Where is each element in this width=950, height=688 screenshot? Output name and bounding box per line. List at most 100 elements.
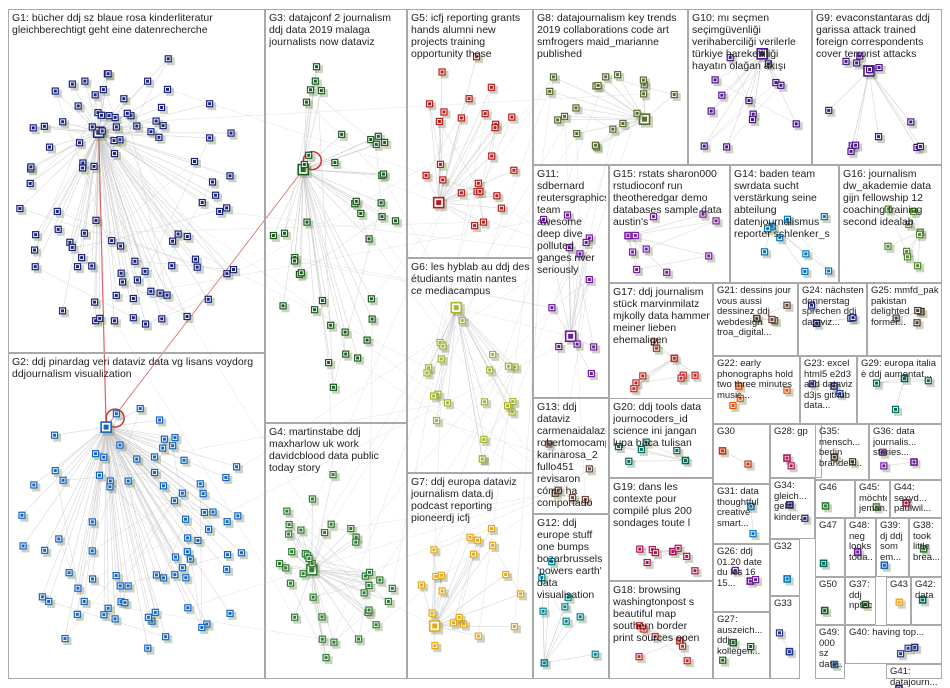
group-box-g48: G48: neg looks toda... bbox=[845, 518, 876, 577]
group-box-g34: G34: gleich... geht kinder... bbox=[770, 478, 815, 539]
group-box-g23: G23: excel html5 e2d3 add dataviz d3js g… bbox=[800, 356, 857, 424]
group-label-g18: G18: browsing washingtonpost s beautiful… bbox=[613, 584, 700, 644]
group-box-g47: G47 bbox=[815, 518, 845, 577]
group-label-g48: G48: neg looks toda... bbox=[849, 521, 873, 563]
group-box-g16: G16: journalism dw_akademie data gijn fe… bbox=[839, 165, 942, 283]
group-box-g40: G40: having top... bbox=[845, 625, 942, 664]
group-box-g14: G14: baden team swrdata sucht verstärkun… bbox=[730, 165, 839, 283]
group-label-g33: G33 bbox=[774, 599, 792, 609]
group-label-g13: G13: ddj dataviz carmenaidalazo robertom… bbox=[537, 401, 606, 509]
group-label-g9: G9: evaconstantaras ddj garissa attack t… bbox=[816, 12, 930, 60]
group-box-g27: G27: auszeich... ddj kollegen... bbox=[713, 612, 770, 679]
group-label-g3: G3: datajconf 2 journalism ddj data 2019… bbox=[269, 12, 391, 48]
group-label-g41: G41: datajourn... bbox=[890, 667, 938, 688]
group-box-g24: G24: nächsten donnerstag sprechen ddj da… bbox=[798, 283, 867, 356]
group-box-g37: G37: ddj nptec... bbox=[845, 577, 876, 625]
group-box-g20: G20: ddj tools data journocoders_id scie… bbox=[609, 398, 713, 478]
group-label-g10: G10: mı seçmen seçimgüvenliği verihaberc… bbox=[692, 12, 796, 72]
group-box-g38: G38: took little brea... bbox=[909, 518, 942, 577]
group-label-g42: G42: data bbox=[915, 580, 936, 601]
group-label-g21: G21: dessins jour vous aussi dessinez dd… bbox=[717, 286, 791, 338]
group-label-g45: G45: möchte jeman... bbox=[859, 483, 887, 514]
group-box-g13: G13: ddj dataviz carmenaidalazo robertom… bbox=[533, 398, 609, 514]
group-label-g50: G50 bbox=[819, 580, 837, 590]
group-box-g32: G32 bbox=[770, 539, 800, 596]
group-box-g31: G31: data thoughtful creative smart... bbox=[713, 484, 770, 544]
group-label-g44: G44: sexyd... paulwil... bbox=[894, 483, 931, 514]
group-label-g49: G49: 000 sz date... bbox=[819, 628, 842, 670]
group-box-g8: G8: datajournalism key trends 2019 colla… bbox=[533, 9, 688, 165]
group-box-g10: G10: mı seçmen seçimgüvenliği verihaberc… bbox=[688, 9, 812, 165]
group-label-g39: G39: dj ddj som em... bbox=[880, 521, 903, 563]
group-box-g28: G28: gp bbox=[770, 424, 822, 478]
group-box-g49: G49: 000 sz date... bbox=[815, 625, 845, 679]
group-label-g36: G36: data journalis... stories... bbox=[873, 427, 917, 458]
group-label-g14: G14: baden team swrdata sucht verstärkun… bbox=[734, 168, 830, 240]
group-box-g39: G39: dj ddj som em... bbox=[876, 518, 909, 577]
group-label-g22: G22: early phonographs hold two three mi… bbox=[717, 359, 794, 401]
group-label-g32: G32 bbox=[774, 542, 792, 552]
group-box-g22: G22: early phonographs hold two three mi… bbox=[713, 356, 800, 424]
group-box-g36: G36: data journalis... stories... bbox=[869, 424, 942, 480]
group-label-g2: G2: ddj pinardag veri dataviz data vg li… bbox=[12, 356, 254, 380]
group-box-g26: G26: ddj 01.20 date du les 16 15... bbox=[713, 544, 770, 612]
group-label-g6: G6: les hyblab au ddj des étudiants mati… bbox=[411, 261, 530, 297]
group-box-g42: G42: data bbox=[911, 577, 942, 625]
group-box-g6: G6: les hyblab au ddj des étudiants mati… bbox=[407, 258, 533, 473]
group-label-g4: G4: martinstabe ddj maxharlow uk work da… bbox=[269, 426, 379, 474]
group-label-g1: G1: bücher ddj sz blaue rosa kinderliter… bbox=[12, 12, 213, 36]
group-label-g35: G35: mensch... berlin branden... bbox=[819, 427, 862, 469]
group-label-g47: G47 bbox=[819, 521, 837, 531]
group-box-g18: G18: browsing washingtonpost s beautiful… bbox=[609, 581, 713, 679]
group-box-g43: G43 bbox=[886, 577, 911, 625]
group-box-g44: G44: sexyd... paulwil... bbox=[890, 480, 942, 518]
group-label-g28: G28: gp bbox=[774, 427, 808, 437]
group-label-g17: G17: ddj journalism stück marvinmilatz m… bbox=[613, 286, 710, 346]
group-label-g26: G26: ddj 01.20 date du les 16 15... bbox=[717, 547, 762, 589]
group-label-g19: G19: dans les contexte pour compilé plus… bbox=[613, 481, 692, 529]
group-box-g15: G15: rstats sharon000 rstudioconf run th… bbox=[609, 165, 730, 283]
group-box-g46: G46 bbox=[815, 480, 855, 518]
group-box-g35: G35: mensch... berlin branden... bbox=[815, 424, 869, 480]
group-label-g5: G5: icfj reporting grants hands alumni n… bbox=[411, 12, 521, 60]
group-box-g5: G5: icfj reporting grants hands alumni n… bbox=[407, 9, 533, 258]
group-label-g43: G43 bbox=[890, 580, 908, 590]
group-box-g11: G11: sdbernard reutersgraphics team awes… bbox=[533, 165, 609, 398]
group-box-g12: G12: ddj europe stuff one bumps bozarbru… bbox=[533, 514, 609, 679]
group-box-g25: G25: mmfd_pak pakistan delighted former.… bbox=[867, 283, 942, 356]
group-label-g7: G7: ddj europa dataviz journalism data.d… bbox=[411, 476, 517, 524]
group-label-g31: G31: data thoughtful creative smart... bbox=[717, 487, 759, 529]
group-box-g3: G3: datajconf 2 journalism ddj data 2019… bbox=[265, 9, 407, 423]
group-label-g23: G23: excel html5 e2d3 add dataviz d3js g… bbox=[804, 359, 853, 411]
group-box-g19: G19: dans les contexte pour compilé plus… bbox=[609, 478, 713, 581]
group-box-g29: G29: europa italia è ddj aumentat... bbox=[857, 356, 942, 424]
group-box-g21: G21: dessins jour vous aussi dessinez dd… bbox=[713, 283, 798, 356]
group-label-g24: G24: nächsten donnerstag sprechen ddj da… bbox=[802, 286, 864, 328]
group-box-g17: G17: ddj journalism stück marvinmilatz m… bbox=[609, 283, 713, 399]
group-box-g7: G7: ddj europa dataviz journalism data.d… bbox=[407, 473, 533, 679]
group-label-g8: G8: datajournalism key trends 2019 colla… bbox=[537, 12, 677, 60]
group-label-g37: G37: ddj nptec... bbox=[849, 580, 873, 611]
group-label-g34: G34: gleich... geht kinder... bbox=[774, 481, 808, 523]
group-label-g30: G30 bbox=[717, 427, 735, 437]
group-box-g33: G33 bbox=[770, 596, 800, 679]
group-label-g12: G12: ddj europe stuff one bumps bozarbru… bbox=[537, 517, 603, 601]
group-label-g25: G25: mmfd_pak pakistan delighted former.… bbox=[871, 286, 939, 328]
group-box-g4: G4: martinstabe ddj maxharlow uk work da… bbox=[265, 423, 407, 679]
group-label-g16: G16: journalism dw_akademie data gijn fe… bbox=[843, 168, 932, 228]
group-label-g20: G20: ddj tools data journocoders_id scie… bbox=[613, 401, 702, 449]
group-label-g15: G15: rstats sharon000 rstudioconf run th… bbox=[613, 168, 722, 228]
group-box-g30: G30 bbox=[713, 424, 770, 484]
group-box-g9: G9: evaconstantaras ddj garissa attack t… bbox=[812, 9, 942, 165]
group-box-g45: G45: möchte jeman... bbox=[855, 480, 890, 518]
group-box-g50: G50 bbox=[815, 577, 845, 625]
group-box-g2: G2: ddj pinardag veri dataviz data vg li… bbox=[8, 353, 265, 679]
group-label-g46: G46 bbox=[819, 483, 837, 493]
group-label-g27: G27: auszeich... ddj kollegen... bbox=[717, 615, 763, 657]
group-label-g11: G11: sdbernard reutersgraphics team awes… bbox=[537, 168, 606, 276]
group-label-g40: G40: having top... bbox=[849, 628, 924, 638]
group-label-g29: G29: europa italia è ddj aumentat... bbox=[861, 359, 936, 380]
group-box-g41: G41: datajourn... bbox=[886, 664, 942, 687]
group-label-g38: G38: took little brea... bbox=[913, 521, 939, 563]
